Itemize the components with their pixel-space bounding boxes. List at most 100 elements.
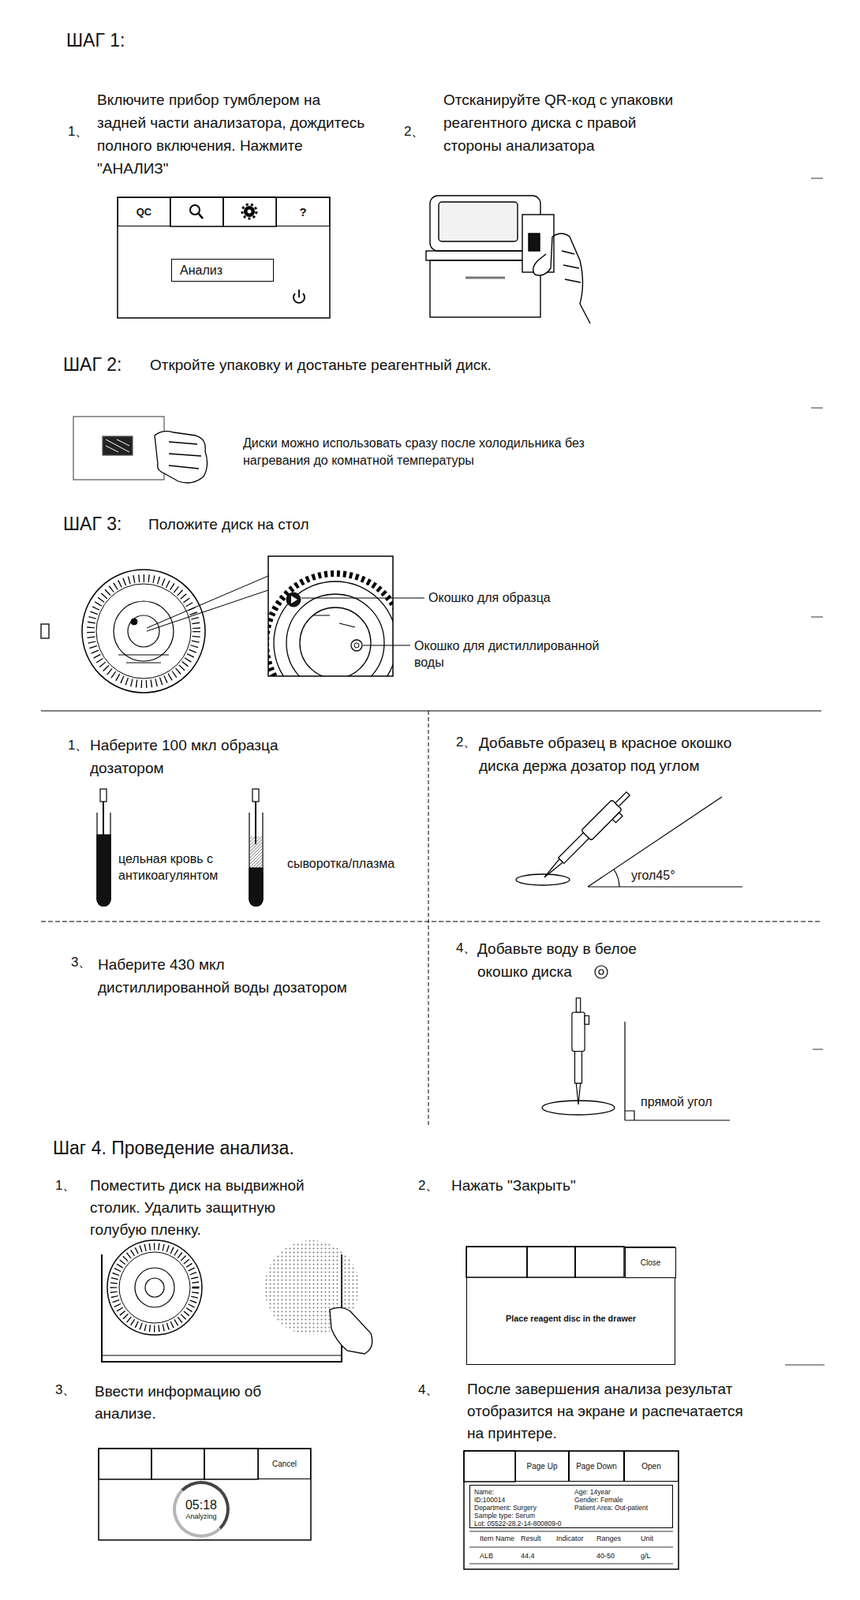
table-cell: Result [520, 1534, 542, 1544]
table-cell: ALB [479, 1551, 494, 1561]
table-cell: g/L [640, 1551, 651, 1561]
hand [168, 441, 202, 469]
report-field: Sample type: Serum [474, 1511, 535, 1520]
node-text: QC [136, 205, 153, 218]
angle-label: прямой угол [640, 1094, 713, 1111]
reagent-package [73, 416, 165, 480]
blood-tube [97, 812, 111, 907]
node-text: Page Up [527, 1462, 558, 1471]
pipette-vertical [572, 1012, 585, 1052]
table-cell: 44.4 [520, 1551, 535, 1561]
hand-with-card [528, 233, 540, 251]
screen-frame [117, 197, 330, 318]
node-text: Analyzing [185, 1512, 217, 1521]
step-number: 1、 [67, 736, 89, 756]
node-text: Place reagent disc in the drawer [467, 1313, 675, 1324]
angle-mark [613, 869, 620, 887]
screen-frame [463, 1450, 679, 1570]
right-angle-mark [624, 1110, 635, 1121]
screen-button: ? [276, 197, 330, 227]
analyzer-device [465, 276, 505, 280]
step-number: 3、 [71, 953, 92, 973]
instruction-text: Добавьте воду в белое окошко диска [477, 937, 683, 984]
pipette-45 [539, 788, 637, 887]
search-icon [190, 205, 200, 215]
screen-frame [204, 1448, 258, 1480]
node-text: Open [641, 1462, 661, 1471]
magnify-lines [146, 575, 269, 632]
screen-frame [463, 1450, 679, 1570]
report-field: Lot: 05522-28.2-14-800809-0 [474, 1519, 562, 1528]
report-field: ID:100014 [474, 1495, 505, 1504]
zoom-view [265, 556, 405, 713]
step-number: 1、 [67, 122, 89, 142]
power-icon [293, 289, 305, 303]
serum-tube [252, 788, 259, 802]
gear-icon [247, 209, 252, 214]
scan-mark [811, 616, 823, 618]
screen-frame [463, 1450, 516, 1482]
reagent-disc [130, 618, 138, 625]
table-cell: Item Name [479, 1534, 515, 1544]
screen-button: QC [117, 197, 171, 227]
reagent-disc [113, 601, 174, 662]
step-heading: Шаг 4. Проведение анализа. [52, 1136, 295, 1160]
divider-line [41, 710, 822, 1128]
step-heading: ШАГ 2: [63, 352, 122, 377]
screen-frame [527, 1246, 576, 1278]
right-angle-mark [624, 1021, 730, 1121]
instruction-text: Ввести информацию об анализе. [94, 1380, 285, 1425]
screen-button: Close [624, 1247, 677, 1279]
pipette-45 [612, 812, 623, 823]
analyzer-device [438, 201, 518, 242]
node-text: Анализ [179, 263, 223, 278]
reagent-disc [127, 615, 160, 647]
table-lines [469, 1547, 674, 1548]
node-text: 05:18 [185, 1498, 217, 1513]
serum-tube [249, 788, 263, 907]
zoom-view [268, 573, 393, 677]
table-cell: Unit [640, 1534, 654, 1544]
zoom-view [314, 615, 356, 628]
reagent-disc [107, 1240, 202, 1335]
blood-tube [97, 834, 111, 907]
table-cell: 40-50 [596, 1551, 615, 1561]
water-window-symbol [594, 965, 608, 979]
table-lines [469, 1563, 674, 1565]
report-field: Patient Area: Out-patient [574, 1503, 648, 1512]
node-text: Cancel [272, 1459, 297, 1469]
screen-button: Page Down [568, 1450, 625, 1482]
screen-frame [466, 1246, 625, 1278]
reagent-disc [113, 1246, 196, 1329]
node-text: Close [640, 1258, 662, 1268]
screen-button: Cancel [258, 1448, 311, 1480]
angle-mark [587, 796, 743, 887]
step-number: 3、 [55, 1380, 76, 1400]
step-heading: ШАГ 3: [63, 512, 122, 536]
pipette-vertical [575, 1051, 583, 1085]
step-number: 4、 [418, 1380, 439, 1400]
scan-mark [812, 1049, 823, 1051]
instruction-text: Включите прибор тумблером на задней част… [97, 88, 370, 180]
instruction-text: Нажать "Закрыть" [451, 1174, 576, 1197]
instruction-text: Добавьте образец в красное окошко диска … [478, 731, 767, 778]
callout-label: цельная кровь с антикоагулянтом [118, 850, 249, 884]
zoom-view [286, 592, 301, 607]
screen-frame [151, 1448, 205, 1480]
screen-panel: Place reagent disc in the drawer Close [466, 1246, 676, 1365]
zoom-view [286, 594, 385, 677]
reagent-disc [145, 1278, 165, 1298]
pipette-45 [615, 792, 630, 807]
search-icon [198, 213, 204, 220]
reagent-disc [134, 1267, 175, 1308]
water-window-symbol [594, 965, 608, 979]
zoom-view [291, 595, 298, 604]
pipette-45 [581, 800, 623, 842]
water-window-symbol [598, 969, 604, 975]
table-cell: Ranges [596, 1534, 621, 1544]
scan-mark [811, 407, 823, 409]
drawer-frame [101, 1355, 342, 1357]
instruction-text: Отсканируйте QR-код с упаковки реагентно… [443, 88, 696, 158]
pipette-vertical [575, 1083, 580, 1105]
